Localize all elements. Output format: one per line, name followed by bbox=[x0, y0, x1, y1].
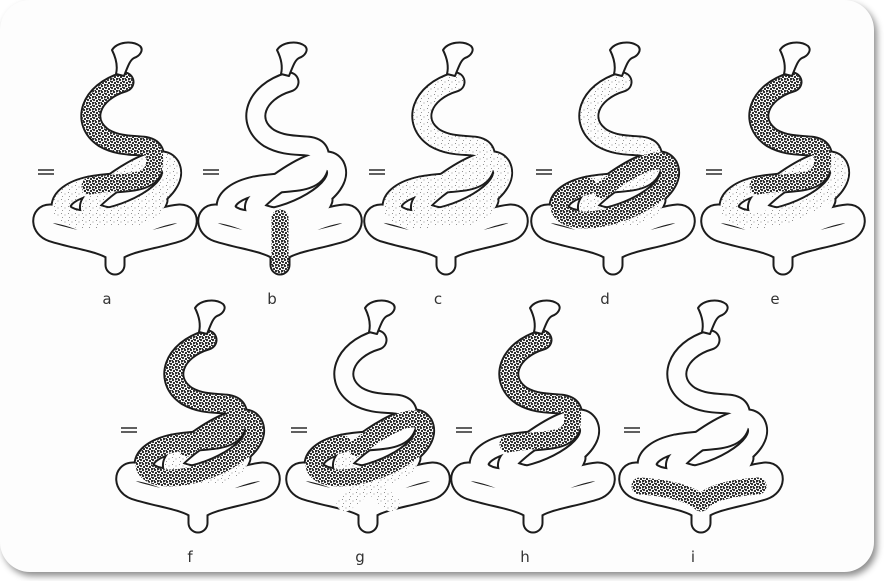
tube-tip bbox=[698, 301, 728, 334]
panel-label-g: g bbox=[285, 548, 435, 566]
panel-a: a bbox=[32, 30, 182, 310]
tube-tip bbox=[277, 43, 307, 76]
panel-e-drawing bbox=[700, 30, 850, 280]
panel-b-drawing bbox=[197, 30, 347, 280]
panel-g: g bbox=[285, 288, 435, 568]
tube-tip bbox=[195, 301, 225, 334]
tube-tip bbox=[365, 301, 395, 334]
panel-i: i bbox=[618, 288, 768, 568]
panel-c: c bbox=[363, 30, 513, 310]
panel-label-f: f bbox=[115, 548, 265, 566]
tube-tip bbox=[780, 43, 810, 76]
panel-h-drawing bbox=[450, 288, 600, 538]
tube-tip bbox=[112, 43, 142, 76]
panel-f: f bbox=[115, 288, 265, 568]
panel-g-drawing bbox=[285, 288, 435, 538]
panel-e: e bbox=[700, 30, 850, 310]
panel-label-i: i bbox=[618, 548, 768, 566]
panel-label-h: h bbox=[450, 548, 600, 566]
tube-tip bbox=[443, 43, 473, 76]
panel-f-drawing bbox=[115, 288, 265, 538]
panel-d-drawing bbox=[530, 30, 680, 280]
figure-card: abcde f ghi bbox=[0, 0, 874, 572]
tube-tip bbox=[610, 43, 640, 76]
panel-h: h bbox=[450, 288, 600, 568]
tube-tip bbox=[530, 301, 560, 334]
panel-a-drawing bbox=[32, 30, 182, 280]
panel-b: b bbox=[197, 30, 347, 310]
panel-c-drawing bbox=[363, 30, 513, 280]
panel-d: d bbox=[530, 30, 680, 310]
panel-i-drawing bbox=[618, 288, 768, 538]
